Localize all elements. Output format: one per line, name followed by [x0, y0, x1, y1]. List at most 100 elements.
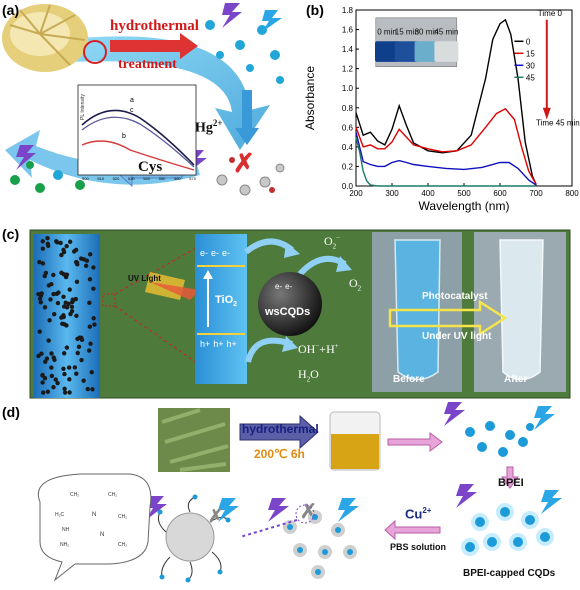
hole-label: h+ [226, 339, 237, 349]
photocatalyst-arrow [388, 299, 508, 337]
cys-label: Cys [138, 159, 163, 175]
lightning-icon [534, 406, 555, 430]
legend-label: 45 [526, 73, 535, 82]
panel-a-graphic: ✗ [2, 3, 285, 196]
oh-charge: − [315, 342, 320, 350]
hg-label: Hg2+ [195, 118, 223, 137]
inset-time-label: 0 min [377, 27, 397, 36]
inset-pl-plot [77, 84, 197, 176]
x-tick-label: 300 [385, 189, 399, 198]
electron-label: e- [211, 248, 220, 258]
o-subscript: 2 [357, 284, 362, 293]
panel-a: ✗ (a) hydrothermal treatment Hg2+ Cys PL… [0, 0, 300, 200]
down-arrow [242, 90, 252, 130]
tio2-band-block [195, 234, 247, 384]
panel-a-label: (a) [2, 2, 20, 18]
y-tick-label: 0.2 [342, 162, 354, 171]
inset-tick: 520 [112, 176, 120, 181]
time-end-label: Time 45 min [536, 118, 580, 127]
x-tick-label: 700 [529, 189, 543, 198]
inset-curve-c: c [130, 107, 134, 114]
pink-arrow [501, 466, 519, 489]
time-start-label: Time 0 [538, 9, 563, 18]
hg-charge: 2+ [212, 118, 223, 128]
lightning-icon [268, 498, 289, 522]
struct-label: N [92, 512, 97, 518]
struct-label: CH₂ [70, 492, 80, 498]
electron-label: e- [200, 248, 209, 258]
panel-b-label: (b) [306, 2, 324, 18]
y-tick-label: 0.8 [342, 104, 354, 113]
inset-ylabel: PL Intensity [80, 94, 86, 120]
cu-charge: 2+ [422, 506, 432, 515]
inset-vial [394, 41, 419, 62]
zoom-circle [295, 504, 315, 524]
inset-tick: 510 [97, 176, 105, 181]
hydro-arrow-body [110, 40, 180, 52]
inset-ticks: 500 510 520 530 540 550 560 570 [82, 176, 196, 181]
inset-tick: 550 [158, 176, 166, 181]
panel-d-graphic: ✗ ✗ [38, 402, 562, 583]
bpei-capped-label: BPEI-capped CQDs [463, 568, 556, 579]
y-axis-label: Absorbance [303, 66, 317, 130]
hydrothermal-label: hydrothermal [242, 422, 319, 436]
lightning-icon [16, 145, 36, 170]
inset-vial [414, 41, 439, 62]
legend-label: 30 [526, 61, 535, 70]
inset-vial [434, 41, 459, 62]
panel-d-label: (d) [2, 404, 20, 420]
inset-tick: 560 [173, 176, 181, 181]
o-text: O [349, 276, 358, 290]
inset-tick: 540 [143, 176, 150, 181]
y-tick-label: 1.4 [342, 45, 354, 54]
hydro-arrow-head [180, 33, 198, 59]
tio2-text: TiO [215, 294, 234, 306]
tio2-label: TiO2 [215, 294, 237, 308]
legend-label: 15 [526, 49, 535, 58]
inset-tick: 500 [82, 176, 89, 181]
x-tick-label: 500 [457, 189, 471, 198]
o-text: O [310, 367, 319, 381]
y-tick-label: 1.0 [342, 84, 354, 93]
pink-arrow [384, 519, 441, 541]
electron-row: e- e- e- [200, 248, 230, 258]
cross-mark-icon: ✗ [233, 148, 255, 178]
lightning-icon [541, 490, 562, 514]
y-tick-label: 1.8 [342, 6, 354, 15]
o-charge: − [336, 234, 341, 242]
tube-after [499, 239, 544, 381]
lightning-icon [456, 484, 477, 508]
series-line-45 [355, 136, 536, 187]
cqd-electron-row: e- e- [275, 282, 292, 291]
lightning-icon [262, 10, 282, 32]
electron-label: e- [275, 282, 283, 291]
large-particle [165, 512, 215, 562]
struct-label: N [100, 532, 105, 538]
hole-row: h+ h+ h+ [200, 339, 237, 349]
hydrothermal-label: hydrothermal [110, 18, 199, 34]
electron-label: e- [222, 248, 231, 258]
y-tick-label: 1.6 [342, 26, 354, 35]
lightning-icon [218, 498, 239, 522]
struct-label: NH₂ [60, 542, 70, 548]
before-label: Before [393, 374, 425, 385]
bpei-capped-dots [461, 503, 554, 556]
cqd-dots [205, 20, 284, 84]
x-tick-label: 800 [565, 189, 579, 198]
inset-time-label: 30 min [415, 27, 439, 36]
struct-label: H₂C [55, 512, 65, 518]
after-label: After [504, 374, 528, 385]
hydroxide-label: OH−+H+ [298, 342, 339, 357]
inset-time-label: 15 min [395, 27, 419, 36]
struct-label: CH₂ [118, 542, 128, 548]
panel-d: ✗ ✗ (d) hydrothermal 200℃ 6h BPEI Cu2+ P… [0, 402, 580, 585]
o-subscript: 2 [332, 242, 337, 251]
structure-bubble [38, 473, 152, 582]
inset-curve-a: a [130, 97, 134, 104]
lightning-icon [146, 496, 167, 520]
y-tick-label: 1.2 [342, 65, 354, 74]
hg-text: Hg [195, 120, 213, 136]
photocatalyst-label: Photocatalyst [422, 291, 488, 302]
inset-time-label: 45 min [434, 27, 458, 36]
panel-c-label: (c) [2, 226, 20, 242]
